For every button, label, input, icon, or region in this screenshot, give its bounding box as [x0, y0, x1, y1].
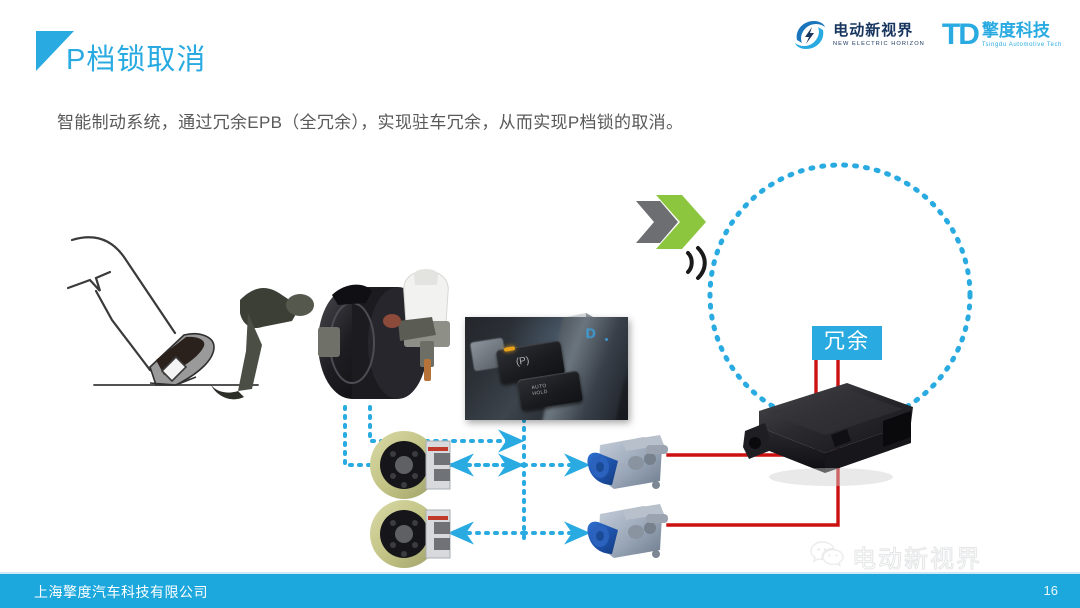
gear-indicator-d: D [585, 325, 596, 342]
gear-indicator-dot [605, 337, 609, 341]
green-arrow-icon [636, 195, 706, 249]
epb-ecu-module-photo [735, 377, 925, 487]
epb-glyph-icon: (P) [514, 355, 530, 369]
brake-disc-front-photo [370, 431, 451, 499]
connector-abs-distribution [447, 417, 591, 545]
logo-new-electric-horizon: 电动新视界 NEW ELECTRIC HORIZON [793, 18, 930, 52]
redundancy-badge: 冗余 [812, 326, 882, 361]
pedal-linkage-photo [210, 288, 314, 400]
footer-divider [0, 572, 1080, 574]
body-paragraph: 智能制动系统，通过冗余EPB（全冗余），实现驻车冗余，从而实现P档锁的取消。 [57, 113, 684, 132]
shoe-shape [149, 332, 215, 386]
watermark-text: 电动新视界 [852, 546, 982, 574]
logo-neh-en: NEW ELECTRIC HORIZON [833, 41, 926, 47]
logo-td-en: Tsingdu Automotive Tech [981, 42, 1062, 48]
logo-bar: 电动新视界 NEW ELECTRIC HORIZON TD 擎度科技 Tsing… [793, 12, 1062, 58]
lightning-swirl-icon [793, 18, 827, 52]
brake-booster-photo [318, 269, 450, 399]
page-number: 16 [1043, 583, 1058, 598]
logo-tsingdu: TD 擎度科技 Tsingdu Automotive Tech [942, 20, 1062, 50]
blue-triangle-icon [36, 29, 76, 73]
brake-disc-rear-photo [370, 500, 451, 568]
redundancy-circle [707, 162, 973, 428]
footer-bar: 上海擎度汽车科技有限公司 16 [0, 574, 1080, 608]
epb-caliper-front-photo [587, 435, 668, 489]
logo-neh-cn: 电动新视界 [833, 22, 914, 39]
wireless-signal-icon [686, 246, 707, 280]
epb-caliper-rear-photo [587, 504, 668, 558]
wechat-watermark: 电动新视界 [810, 539, 982, 574]
logo-td-cn: 擎度科技 [981, 21, 1050, 40]
td-monogram-icon: TD [941, 18, 980, 51]
footer-company-name: 上海擎度汽车科技有限公司 [34, 584, 208, 600]
wechat-icon [810, 540, 844, 573]
pedal-arm [160, 355, 188, 383]
page-title: P档锁取消 [66, 44, 207, 76]
